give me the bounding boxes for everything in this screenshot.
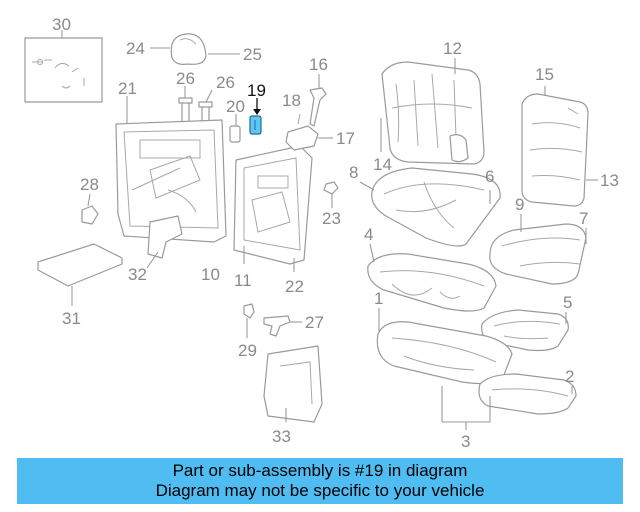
part-26-headrest-guides xyxy=(178,86,213,127)
callout-18: 18 xyxy=(282,91,301,110)
callout-16: 16 xyxy=(309,55,328,74)
callout-4: 4 xyxy=(364,225,373,244)
part-21-seatback-frame xyxy=(115,96,227,243)
part-2-cover xyxy=(478,373,577,415)
callout-8: 8 xyxy=(349,163,358,182)
callout-5: 5 xyxy=(563,293,572,312)
part-9-7-seat-cushion xyxy=(489,214,587,285)
part-3-leader xyxy=(441,386,491,430)
part-28-clip xyxy=(81,193,99,225)
part-11-22-seatback-frame xyxy=(233,145,313,272)
callout-33: 33 xyxy=(272,427,291,446)
callout-1: 1 xyxy=(374,289,383,308)
callout-27: 27 xyxy=(305,313,324,332)
callout-26-right: 26 xyxy=(216,73,235,92)
part-5-pad xyxy=(481,309,569,352)
callout-7: 7 xyxy=(579,209,588,228)
banner-line-2: Diagram may not be specific to your vehi… xyxy=(155,481,485,500)
callout-10: 10 xyxy=(201,265,220,284)
callout-29: 29 xyxy=(238,341,257,360)
callout-15: 15 xyxy=(535,65,554,84)
exploded-parts-diagram: 30 24 25 26 26 21 20 19 16 18 17 12 15 1… xyxy=(24,15,619,451)
part-32-bracket xyxy=(146,215,183,269)
callout-9: 9 xyxy=(515,195,524,214)
part-31-pad xyxy=(37,243,123,306)
part-15-13-seatback xyxy=(521,86,598,207)
callout-17: 17 xyxy=(336,129,355,148)
part-1-cover xyxy=(376,308,513,385)
callout-6: 6 xyxy=(485,167,494,186)
part-8-6-seat-cushion xyxy=(359,167,501,247)
callout-31: 31 xyxy=(62,309,81,328)
callout-28: 28 xyxy=(80,175,99,194)
callout-13: 13 xyxy=(600,171,619,190)
callout-11: 11 xyxy=(234,271,252,290)
part-23-clip xyxy=(323,181,339,208)
part-24-25-headrest xyxy=(150,33,240,65)
part-33-panel xyxy=(263,345,323,423)
callout-12: 12 xyxy=(443,39,462,58)
callout-26-left: 26 xyxy=(176,69,195,88)
callout-32: 32 xyxy=(128,265,147,284)
callout-25: 25 xyxy=(243,45,262,64)
callout-21: 21 xyxy=(118,79,137,98)
banner-line-1: Part or sub-assembly is #19 in diagram xyxy=(172,461,468,480)
part-29-27-clip xyxy=(243,303,302,338)
callout-2: 2 xyxy=(565,367,574,386)
callout-23: 23 xyxy=(322,209,341,228)
part-19-highlighted xyxy=(249,98,262,135)
callout-14: 14 xyxy=(373,155,392,174)
callout-30: 30 xyxy=(52,15,71,34)
part-30-hardware-kit xyxy=(24,30,103,103)
callout-19: 19 xyxy=(247,81,266,100)
part-4-seat-pan xyxy=(367,243,497,312)
info-banner: Part or sub-assembly is #19 in diagram D… xyxy=(17,458,623,504)
callout-20: 20 xyxy=(226,97,245,116)
part-16-17-18-hinge xyxy=(285,74,333,151)
part-20-latch xyxy=(229,114,241,143)
callout-22: 22 xyxy=(285,277,304,296)
part-12-14-seatback-cushion xyxy=(380,58,485,165)
callout-3: 3 xyxy=(461,432,470,451)
callout-24: 24 xyxy=(126,39,145,58)
